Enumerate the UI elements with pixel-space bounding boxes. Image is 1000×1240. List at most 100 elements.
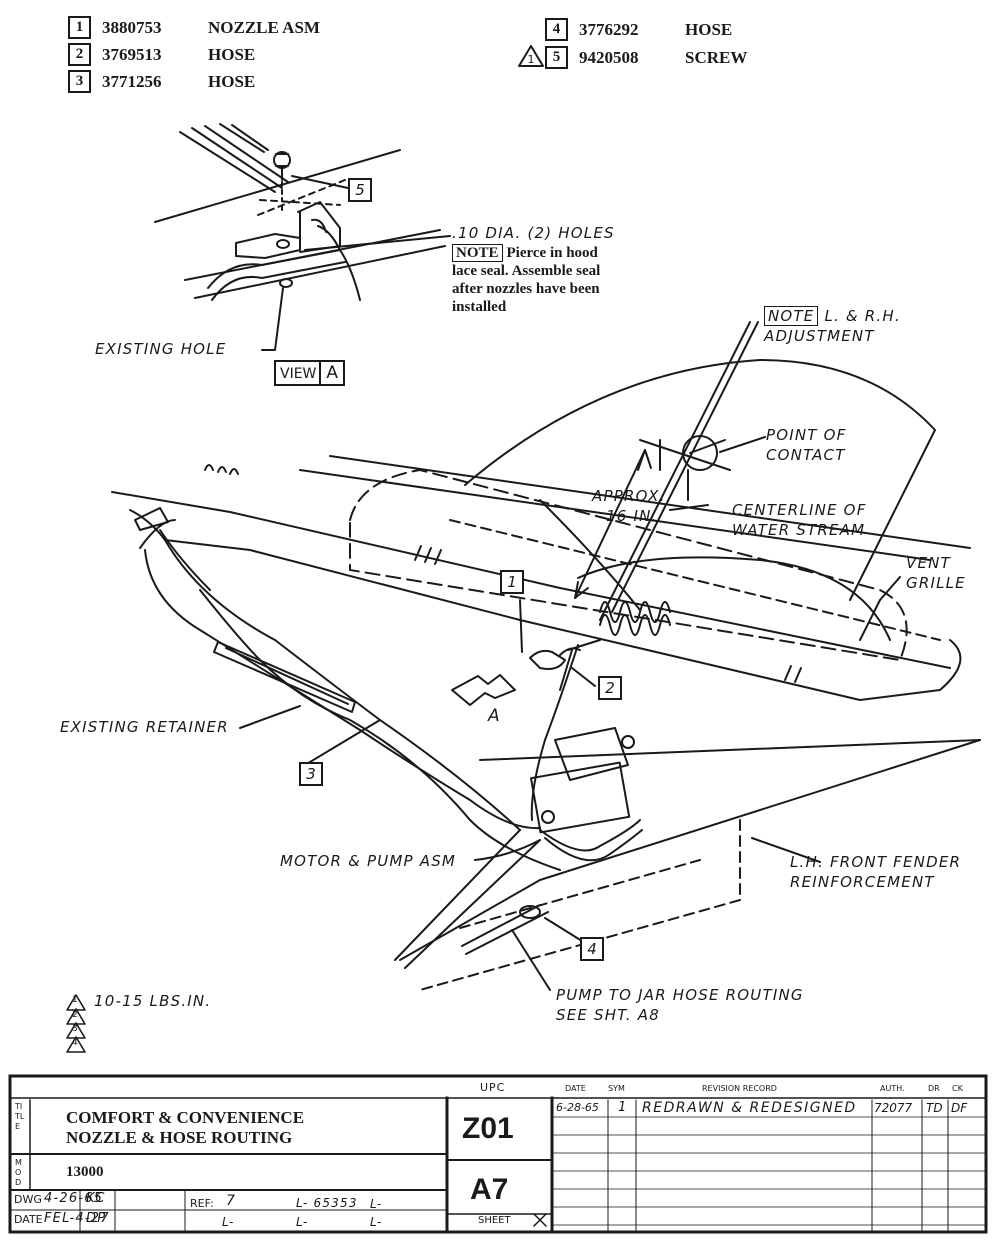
rev-dr: TD [926, 1101, 943, 1115]
label-line: GRILLE [906, 574, 966, 592]
callout-1: 1 [500, 570, 524, 594]
l-number: L- 65353 [296, 1196, 358, 1210]
part-index: 3 [68, 70, 91, 93]
vent-grille-label: VENT GRILLE [906, 553, 966, 593]
rev-header-record: REVISION RECORD [702, 1084, 777, 1093]
dwg-date: 4-26-65 [44, 1191, 104, 1206]
note-line: Pierce in hood [506, 245, 598, 261]
revision-flag-icon: 1 [518, 45, 544, 67]
label-line: CENTERLINE OF [732, 501, 867, 519]
rev-header-auth: AUTH. [880, 1084, 905, 1093]
view-word: VIEW [280, 366, 317, 382]
torque-note: 10-15 LBS.IN. [94, 992, 212, 1010]
callout-2: 2 [598, 676, 622, 700]
rev-header-date: DATE [565, 1084, 586, 1093]
rev-sym: 1 [618, 1100, 628, 1115]
l-blank: L- [370, 1215, 383, 1229]
part-name: HOSE [208, 72, 256, 91]
rev-date: 6-28-65 [556, 1101, 599, 1114]
note-tag: NOTE [764, 306, 819, 326]
rev-auth: 72077 [874, 1101, 913, 1115]
part-name: SCREW [685, 48, 748, 67]
sheet-label: SHEET [478, 1215, 511, 1226]
part-name: NOZZLE ASM [208, 18, 320, 37]
torque-flag-number: 1 [72, 995, 78, 1005]
part-number: 9420508 [579, 48, 639, 67]
note-line: after nozzles have been [452, 281, 600, 297]
motor-pump-label: MOTOR & PUMP ASM [280, 852, 457, 870]
torque-flags [66, 994, 86, 1053]
main-view [111, 321, 981, 991]
callout-3: 3 [299, 762, 323, 786]
torque-flag-number: 2 [72, 1010, 78, 1020]
torque-flag-number: 3 [72, 1024, 78, 1034]
label-line: POINT OF [766, 426, 847, 444]
mod-tag: MOD [15, 1158, 22, 1187]
centerline-label: CENTERLINE OF WATER STREAM [732, 500, 867, 540]
sheet-id: A7 [470, 1173, 509, 1206]
date-by: DP [86, 1211, 107, 1226]
label-line: 16 IN. [606, 507, 658, 525]
fender-label: L.H. FRONT FENDER REINFORCEMENT [790, 852, 961, 892]
ref-value: 7 [226, 1193, 237, 1209]
rev-header-dr: DR [928, 1084, 940, 1093]
l-blank: L- [222, 1215, 235, 1229]
drawing-title-line: NOZZLE & HOSE ROUTING [66, 1128, 293, 1147]
screw-flag-number: 1 [528, 53, 535, 66]
label-line: APPROX. [592, 487, 666, 505]
upc-label: UPC [480, 1081, 506, 1094]
callout-4: 4 [580, 937, 604, 961]
holes-label: .10 DIA. (2) HOLES [452, 224, 615, 242]
torque-flag-number: 4 [72, 1038, 78, 1048]
note-text: L. & R.H. [824, 307, 901, 325]
existing-retainer-label: EXISTING RETAINER [60, 718, 229, 736]
rev-header-sym: SYM [608, 1084, 625, 1093]
part-index: 2 [68, 43, 91, 66]
rev-record: REDRAWN & REDESIGNED [642, 1100, 857, 1116]
callout-5: 5 [348, 178, 372, 202]
adjustment-note: NOTE L. & R.H. ADJUSTMENT [764, 306, 901, 346]
date-value: FEL-4-27 [44, 1211, 110, 1226]
label-line: WATER STREAM [732, 521, 866, 539]
rev-ck: DF [951, 1101, 968, 1115]
note-line: lace seal. Assemble seal [452, 263, 601, 279]
drawing-title-line: COMFORT & CONVENIENCE [66, 1108, 305, 1127]
l-blank: L- [370, 1197, 383, 1211]
label-line: CONTACT [766, 446, 846, 464]
approx-label: APPROX. 16 IN. [592, 486, 666, 526]
existing-hole-label: EXISTING HOLE [95, 340, 227, 358]
part-number: 3769513 [102, 45, 162, 64]
title-tag: TITLE [15, 1102, 25, 1131]
date-label: DATE [14, 1213, 43, 1226]
label-line: PUMP TO JAR HOSE ROUTING [556, 986, 804, 1004]
note-line: installed [452, 299, 507, 315]
dwg-label: DWG [14, 1193, 42, 1206]
point-of-contact-label: POINT OF CONTACT [766, 425, 846, 465]
label-line: L.H. FRONT FENDER [790, 853, 962, 871]
part-name: HOSE [208, 45, 256, 64]
part-index: 5 [545, 46, 568, 69]
view-letter: A [319, 362, 343, 384]
view-a-detail [154, 123, 451, 351]
note-text: ADJUSTMENT [764, 327, 875, 345]
part-index: 4 [545, 18, 568, 41]
ref-label: REF: [190, 1197, 214, 1210]
part-number: 3771256 [102, 72, 162, 91]
part-number: 3880753 [102, 18, 162, 37]
model-number: 13000 [66, 1164, 104, 1180]
rev-header-ck: CK [952, 1084, 963, 1093]
part-index: 1 [68, 16, 91, 39]
note-tag: NOTE [452, 244, 503, 262]
part-name: HOSE [685, 20, 733, 39]
l-blank: L- [296, 1215, 309, 1229]
label-line: SEE SHT. A8 [556, 1006, 660, 1024]
label-line: REINFORCEMENT [790, 873, 935, 891]
part-number: 3776292 [579, 20, 639, 39]
view-a-marker: A [488, 706, 501, 726]
pump-jar-label: PUMP TO JAR HOSE ROUTING SEE SHT. A8 [556, 985, 804, 1025]
upc-code: Z01 [462, 1112, 514, 1145]
